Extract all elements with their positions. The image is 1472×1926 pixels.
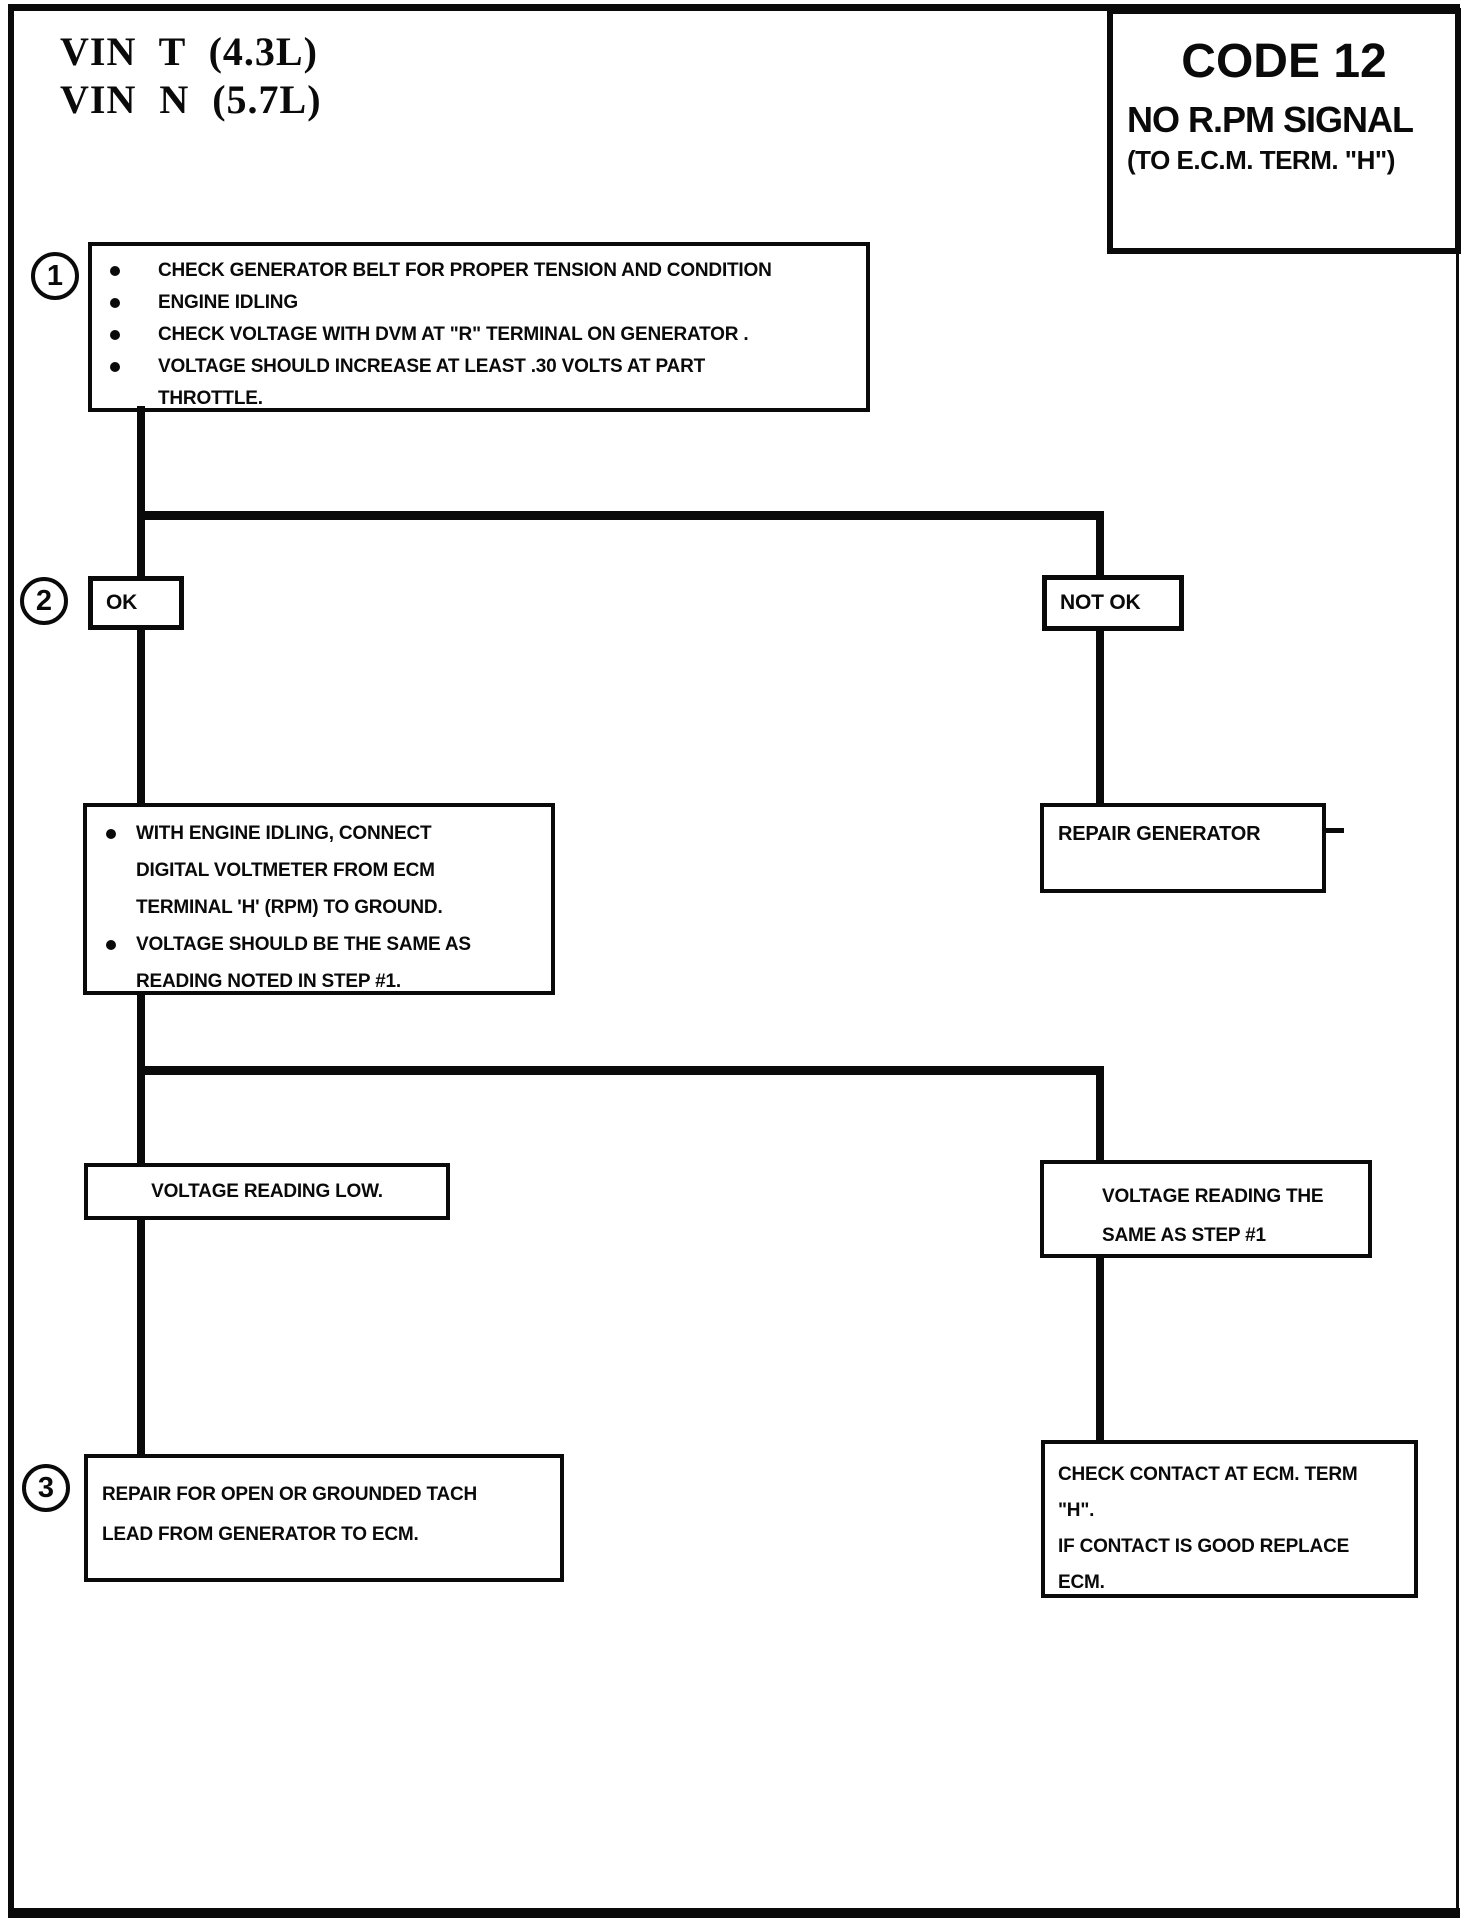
step-1-number: 1 <box>46 259 64 292</box>
check-contact-line-2: "H". <box>1058 1500 1095 1521</box>
ok-box: OK <box>88 576 184 630</box>
code-subtitle-text: (TO E.C.M. TERM. "H") <box>1127 145 1395 175</box>
connector-branch2-right-down <box>1096 1071 1104 1162</box>
step1-line: CHECK VOLTAGE WITH DVM AT "R" TERMINAL O… <box>92 319 866 351</box>
check-contact-line-1: CHECK CONTACT AT ECM. TERM <box>1058 1464 1358 1485</box>
step1-text-3: CHECK VOLTAGE WITH DVM AT "R" TERMINAL O… <box>158 324 749 345</box>
voltage-same-line-1: VOLTAGE READING THE <box>1102 1186 1324 1207</box>
step1-line: CHECK GENERATOR BELT FOR PROPER TENSION … <box>92 255 866 287</box>
repair-tach-line-2: LEAD FROM GENERATOR TO ECM. <box>102 1524 419 1545</box>
step2-box: WITH ENGINE IDLING, CONNECT DIGITAL VOLT… <box>83 803 555 995</box>
connector-voltage-same-down <box>1096 1255 1104 1442</box>
step2-line: VOLTAGE SHOULD BE THE SAME AS <box>87 926 551 963</box>
voltage-same-line-2: SAME AS STEP #1 <box>1102 1225 1266 1246</box>
repair-tach-line-1: REPAIR FOR OPEN OR GROUNDED TACH <box>102 1484 478 1505</box>
step1-line: ENGINE IDLING <box>92 287 866 319</box>
step1-text-5: THROTTLE. <box>158 388 263 409</box>
voltage-reading-same-box: VOLTAGE READING THE SAME AS STEP #1 <box>1040 1160 1372 1258</box>
code-number: CODE 12 <box>1181 35 1387 88</box>
voltage-reading-low-box: VOLTAGE READING LOW. <box>84 1163 450 1220</box>
repair-generator-box: REPAIR GENERATOR <box>1040 803 1326 893</box>
step2-line: READING NOTED IN STEP #1. <box>87 963 551 1000</box>
check-contact-line-3: IF CONTACT IS GOOD REPLACE <box>1058 1536 1350 1557</box>
step1-text-4: VOLTAGE SHOULD INCREASE AT LEAST .30 VOL… <box>158 356 706 377</box>
scan-artifact-tick <box>1326 828 1344 833</box>
step2-text-5: READING NOTED IN STEP #1. <box>136 970 401 992</box>
connector-voltage-low-down <box>137 1217 145 1456</box>
ok-label: OK <box>106 591 138 614</box>
page-border-right <box>1456 4 1459 1914</box>
not-ok-box: NOT OK <box>1042 575 1184 631</box>
connector-step1-down <box>137 406 145 516</box>
check-contact-box: CHECK CONTACT AT ECM. TERM "H". IF CONTA… <box>1041 1440 1418 1598</box>
step1-box: CHECK GENERATOR BELT FOR PROPER TENSION … <box>88 242 870 412</box>
connector-step2-down <box>137 993 145 1071</box>
connector-not-ok-down <box>1096 628 1104 805</box>
code-title-text: NO R.PM SIGNAL <box>1127 99 1414 140</box>
step-2-number: 2 <box>35 584 53 617</box>
repair-tach-lead-box: REPAIR FOR OPEN OR GROUNDED TACH LEAD FR… <box>84 1454 564 1582</box>
connector-ok-down <box>137 628 145 805</box>
page-border-top <box>8 4 1460 11</box>
bullet-icon <box>106 939 116 950</box>
step-2-badge: 2 <box>20 577 68 625</box>
code-title-box: CODE 12 NO R.PM SIGNAL (TO E.C.M. TERM. … <box>1107 8 1461 254</box>
vin-line-2: VIN N (5.7L) <box>60 77 322 122</box>
voltage-reading-low-label: VOLTAGE READING LOW. <box>151 1180 383 1202</box>
step1-line: VOLTAGE SHOULD INCREASE AT LEAST .30 VOL… <box>92 351 866 383</box>
step2-text-1: WITH ENGINE IDLING, CONNECT <box>136 822 432 844</box>
page-border-bottom <box>8 1908 1460 1918</box>
connector-branch2-horizontal <box>137 1066 1104 1075</box>
bullet-icon <box>110 266 120 276</box>
vin-line-1: VIN T (4.3L) <box>60 29 318 74</box>
step-3-number: 3 <box>37 1471 55 1504</box>
bullet-icon <box>110 330 120 340</box>
vin-heading: VIN T (4.3L) VIN N (5.7L) <box>60 28 322 124</box>
bullet-icon <box>106 828 116 839</box>
connector-branch2-left-down <box>137 1071 145 1165</box>
step1-text-2: ENGINE IDLING <box>158 292 298 313</box>
page-border-left <box>8 4 14 1916</box>
step2-text-4: VOLTAGE SHOULD BE THE SAME AS <box>136 933 471 955</box>
step2-line: WITH ENGINE IDLING, CONNECT <box>87 815 551 852</box>
bullet-icon <box>110 298 120 308</box>
connector-branch1-left-down <box>137 515 145 578</box>
step-1-badge: 1 <box>31 252 79 300</box>
step2-text-2: DIGITAL VOLTMETER FROM ECM <box>136 859 435 881</box>
repair-generator-label: REPAIR GENERATOR <box>1058 823 1261 845</box>
connector-branch1-horizontal <box>137 511 1104 520</box>
check-contact-line-4: ECM. <box>1058 1572 1105 1593</box>
not-ok-label: NOT OK <box>1060 591 1141 614</box>
connector-branch1-right-down <box>1096 515 1104 577</box>
step1-text-1: CHECK GENERATOR BELT FOR PROPER TENSION … <box>158 260 772 281</box>
step2-line: DIGITAL VOLTMETER FROM ECM <box>87 852 551 889</box>
step2-text-3: TERMINAL 'H' (RPM) TO GROUND. <box>136 896 443 918</box>
step1-line: THROTTLE. <box>92 383 866 415</box>
step-3-badge: 3 <box>22 1464 70 1512</box>
step2-line: TERMINAL 'H' (RPM) TO GROUND. <box>87 889 551 926</box>
bullet-icon <box>110 362 120 372</box>
